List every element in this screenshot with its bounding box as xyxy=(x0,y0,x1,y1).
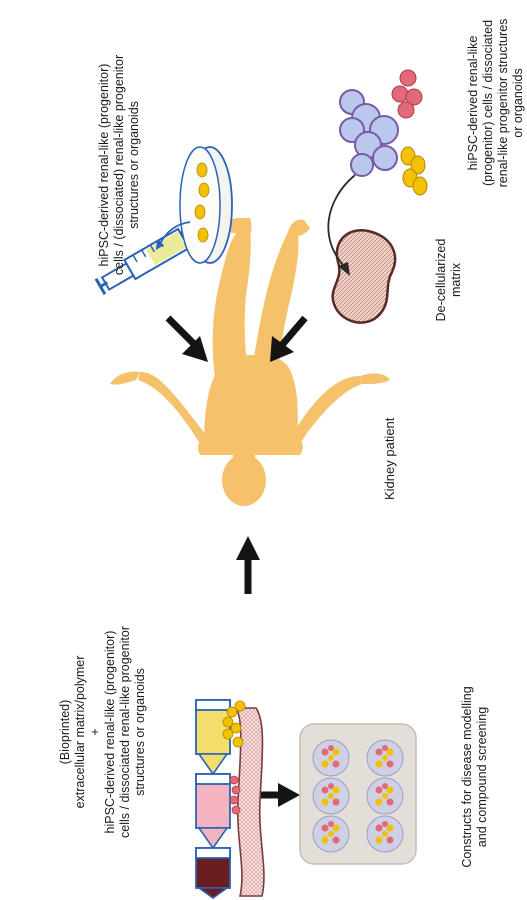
label-line: renal-like progenitor structures xyxy=(496,0,511,208)
label-bioprinting: (Bioprinted) extracellular matrix/polyme… xyxy=(58,572,148,892)
label-disease-modelling: Constructs for disease modelling and com… xyxy=(460,662,490,892)
well-plate-icon xyxy=(300,724,416,864)
label-line: De-cellularized xyxy=(434,230,449,330)
label-line: cells / (dissociated) renal-like progeni… xyxy=(112,0,127,330)
label-line: (Bioprinted) xyxy=(58,572,73,892)
bioprinting-nozzles-icon xyxy=(196,700,264,898)
label-line: or organoids xyxy=(511,0,526,208)
label-line: hiPSC-derived renal-like (progenitor) xyxy=(97,0,112,330)
arrow-matrix-to-patient xyxy=(282,318,305,345)
label-line: structures or organoids xyxy=(133,572,148,892)
label-line: cells / dissociated renal-like progenito… xyxy=(118,572,133,892)
label-line: Constructs for disease modelling xyxy=(460,662,475,892)
label-line: matrix xyxy=(449,230,464,330)
decellularized-matrix-icon xyxy=(333,230,395,322)
label-line: hiPSC-derived renal-like (progenitor) xyxy=(103,572,118,892)
label-line: + xyxy=(88,572,103,892)
label-kidney-patient: Kidney patient xyxy=(382,370,397,500)
label-line: Kidney patient xyxy=(382,370,397,500)
label-line: extracellular matrix/polymer xyxy=(73,572,88,892)
arrow-screening-head xyxy=(278,783,300,807)
label-injection-cells: hiPSC-derived renal-like (progenitor) ce… xyxy=(97,0,142,330)
label-line: structures or organoids xyxy=(127,0,142,330)
label-line: (progenitor) cells / dissociated xyxy=(481,0,496,208)
label-decellularized-matrix: De-cellularized matrix xyxy=(434,230,464,330)
label-matrix-cells: hiPSC-derived renal-like (progenitor) ce… xyxy=(466,0,526,208)
label-line: and compound screening xyxy=(475,662,490,892)
arrow-bioprint-head xyxy=(236,536,260,560)
arrow-injection-to-patient xyxy=(168,318,196,346)
label-line: hiPSC-derived renal-like xyxy=(466,0,481,208)
